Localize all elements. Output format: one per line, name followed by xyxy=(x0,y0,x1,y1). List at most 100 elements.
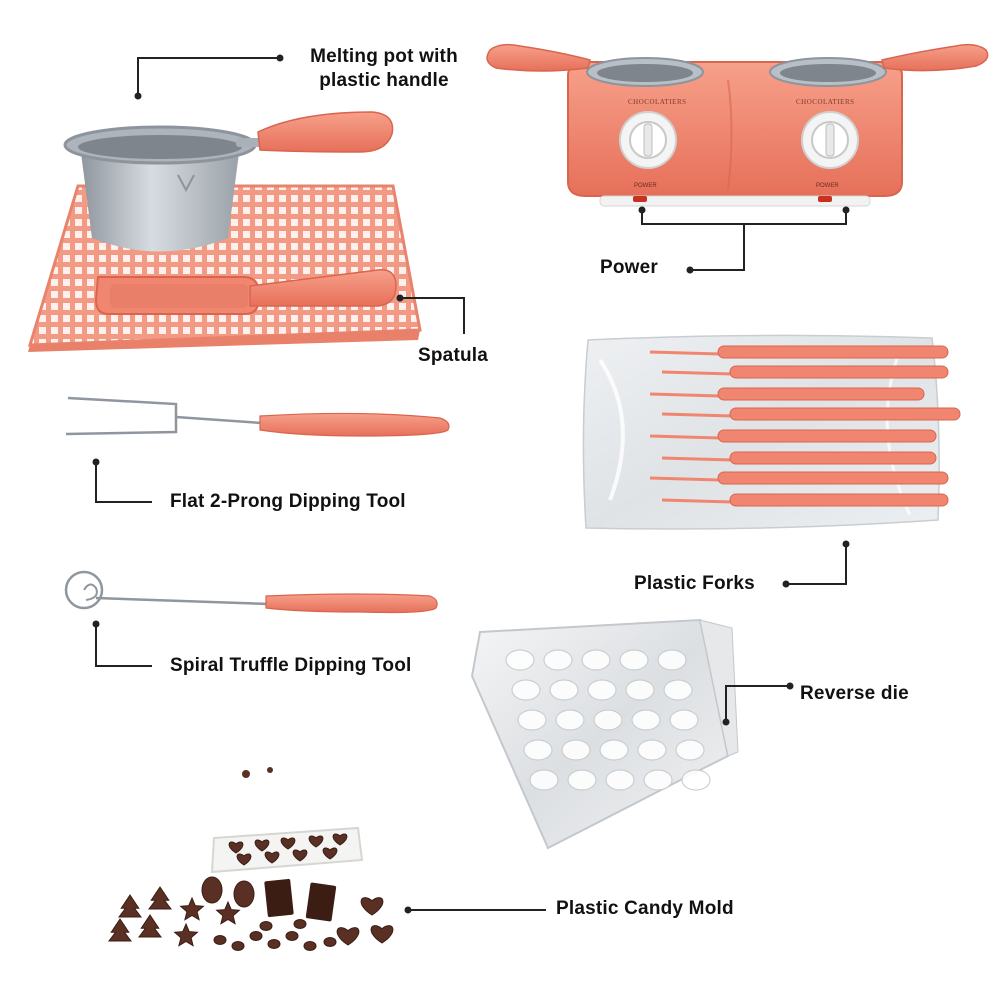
chocolate-bean xyxy=(213,935,227,945)
die-cavity xyxy=(543,649,573,671)
plastic-fork-handle xyxy=(729,365,949,379)
label-power: Power xyxy=(600,257,659,278)
chocolate-bear xyxy=(233,880,255,908)
plastic-fork-handle xyxy=(729,451,937,465)
plastic-fork-tines xyxy=(661,498,733,504)
leader-flat-fork xyxy=(95,462,152,503)
chocolate-heart xyxy=(360,897,384,916)
power-switch-label-right: POWER xyxy=(816,183,839,189)
die-cavity xyxy=(517,709,547,731)
plastic-fork-tines xyxy=(649,392,721,398)
reverse-die-illustration xyxy=(470,618,739,850)
chocolate-bean xyxy=(259,921,273,931)
brand-text-right: CHOCOLATIERS xyxy=(796,98,855,106)
die-cavity xyxy=(625,679,655,701)
chocolate-bean xyxy=(323,937,337,947)
leader-lines xyxy=(95,57,847,911)
chocolate-star xyxy=(173,922,199,947)
leader-reverse-die xyxy=(725,685,790,722)
chocolate-bar xyxy=(264,878,294,918)
leader-power-bracket xyxy=(641,210,847,225)
die-cavity xyxy=(581,649,611,671)
leader-spatula xyxy=(400,297,465,334)
chocolate-heart xyxy=(280,837,296,850)
die-cavity xyxy=(511,679,541,701)
die-cavity xyxy=(587,679,617,701)
leader-spiral-tool xyxy=(95,624,152,667)
chocolate-tree xyxy=(118,894,142,918)
die-cavity xyxy=(529,769,559,791)
die-cavity xyxy=(555,709,585,731)
chocolate-star xyxy=(215,900,241,925)
label-reverse-die: Reverse die xyxy=(800,683,909,704)
die-cavity xyxy=(619,649,649,671)
chocolate-heart xyxy=(264,851,280,864)
die-cavity xyxy=(561,739,591,761)
chocolate-crumb xyxy=(242,770,250,778)
power-light-left[interactable] xyxy=(633,196,647,202)
chocolate-heart xyxy=(254,839,270,852)
chocolate-heart xyxy=(336,927,360,946)
die-cavity xyxy=(549,679,579,701)
chocolate-heart xyxy=(322,847,338,860)
spiral-tool-illustration xyxy=(64,570,438,614)
label-spiral-tool: Spiral Truffle Dipping Tool xyxy=(170,655,412,676)
leader-dots xyxy=(92,54,850,914)
chocolate-heart xyxy=(332,833,348,846)
die-cavity xyxy=(681,769,711,791)
chocolate-bean xyxy=(267,939,281,949)
die-cavity xyxy=(675,739,705,761)
label-melting-pot-line1: Melting pot with xyxy=(310,46,458,67)
chocolate-tree xyxy=(138,914,162,938)
chocolate-heart xyxy=(228,841,244,854)
dual-melter-illustration: CHOCOLATIERS CHOCOLATIERS POWER POWER xyxy=(486,43,989,207)
label-candy-mold: Plastic Candy Mold xyxy=(556,898,734,919)
die-cavity xyxy=(605,769,635,791)
chocolate-bean xyxy=(249,931,263,941)
label-spatula: Spatula xyxy=(418,345,489,366)
power-switch-label-left: POWER xyxy=(634,183,657,189)
chocolate-heart xyxy=(236,853,252,866)
chocolate-bean xyxy=(285,931,299,941)
chocolate-bear xyxy=(201,876,223,904)
temperature-knob-left[interactable] xyxy=(619,111,677,169)
reverse-die-cavities xyxy=(505,649,711,791)
die-cavity xyxy=(643,769,673,791)
plastic-forks-group xyxy=(649,345,961,507)
label-plastic-forks: Plastic Forks xyxy=(634,573,755,594)
chocolate-heart xyxy=(370,925,394,944)
die-cavity xyxy=(505,649,535,671)
leader-plastic-forks xyxy=(786,544,847,585)
chocolate-heart xyxy=(292,849,308,862)
chocolate-heart xyxy=(308,835,324,848)
power-light-right[interactable] xyxy=(818,196,832,202)
chocolate-star xyxy=(179,896,205,921)
chocolate-crumb xyxy=(267,767,273,773)
chocolate-bar xyxy=(305,882,337,922)
die-cavity xyxy=(593,709,623,731)
temperature-knob-right[interactable] xyxy=(801,111,859,169)
spatula-illustration xyxy=(94,269,397,315)
leader-melting-pot xyxy=(137,57,280,96)
plastic-fork-tines xyxy=(649,476,721,482)
die-cavity xyxy=(657,649,687,671)
chocolate-bean xyxy=(303,941,317,951)
plastic-fork-handle xyxy=(729,407,961,421)
die-cavity xyxy=(631,709,661,731)
die-cavity xyxy=(669,709,699,731)
plastic-fork-handle xyxy=(717,429,937,443)
leader-power xyxy=(690,224,745,271)
chocolate-bean xyxy=(293,919,307,929)
die-cavity xyxy=(599,739,629,761)
brand-text-left: CHOCOLATIERS xyxy=(628,98,687,106)
plastic-fork-tines xyxy=(661,412,733,418)
chocolate-bean xyxy=(231,941,245,951)
label-melting-pot: Melting pot with plastic handle xyxy=(284,45,484,93)
plastic-fork-handle xyxy=(717,387,925,401)
die-cavity xyxy=(637,739,667,761)
chocolate-pieces-group xyxy=(108,767,394,951)
label-melting-pot-line2: plastic handle xyxy=(319,70,449,91)
plastic-fork-tines xyxy=(649,350,721,356)
plastic-fork-tines xyxy=(661,456,733,462)
